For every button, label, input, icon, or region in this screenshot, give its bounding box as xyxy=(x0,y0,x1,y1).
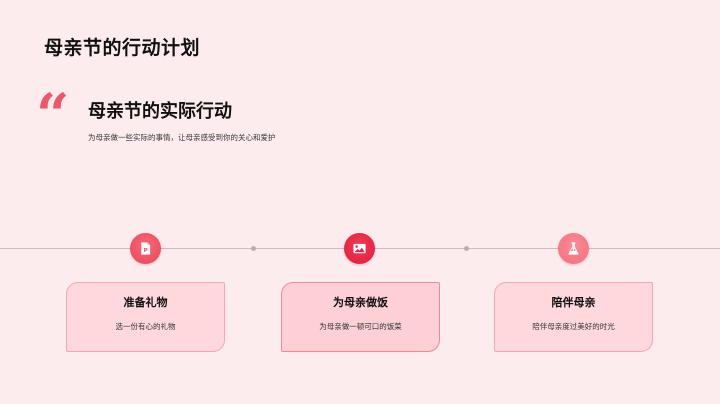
quote-icon: “ xyxy=(36,81,69,149)
document-icon: P xyxy=(141,242,151,255)
card-prepare-gift: 准备礼物 选一份有心的礼物 xyxy=(66,282,225,352)
step-1-icon-circle: P xyxy=(130,233,161,264)
card-title: 准备礼物 xyxy=(123,296,168,309)
step-2-icon-circle xyxy=(344,233,375,264)
card-accompany-mother: 陪伴母亲 陪伴母亲度过美好的时光 xyxy=(494,282,653,352)
timeline-dot xyxy=(251,246,256,251)
card-title: 陪伴母亲 xyxy=(551,296,596,309)
card-description: 选一份有心的礼物 xyxy=(115,322,176,331)
image-icon xyxy=(353,243,366,254)
page-title: 母亲节的行动计划 xyxy=(44,37,201,59)
quote-heading: 母亲节的实际行动 xyxy=(88,101,232,122)
card-description: 陪伴母亲度过美好的时光 xyxy=(532,322,615,331)
quote-description: 为母亲做一些实际的事情，让母亲感受到你的关心和爱护 xyxy=(88,133,276,142)
svg-text:P: P xyxy=(144,248,148,254)
card-cook-for-mother: 为母亲做饭 为母亲做一顿可口的饭菜 xyxy=(281,282,440,352)
flask-icon xyxy=(568,242,579,255)
timeline-dot xyxy=(464,246,469,251)
step-3-icon-circle xyxy=(558,233,589,264)
card-description: 为母亲做一顿可口的饭菜 xyxy=(319,322,402,331)
card-title: 为母亲做饭 xyxy=(333,296,388,309)
